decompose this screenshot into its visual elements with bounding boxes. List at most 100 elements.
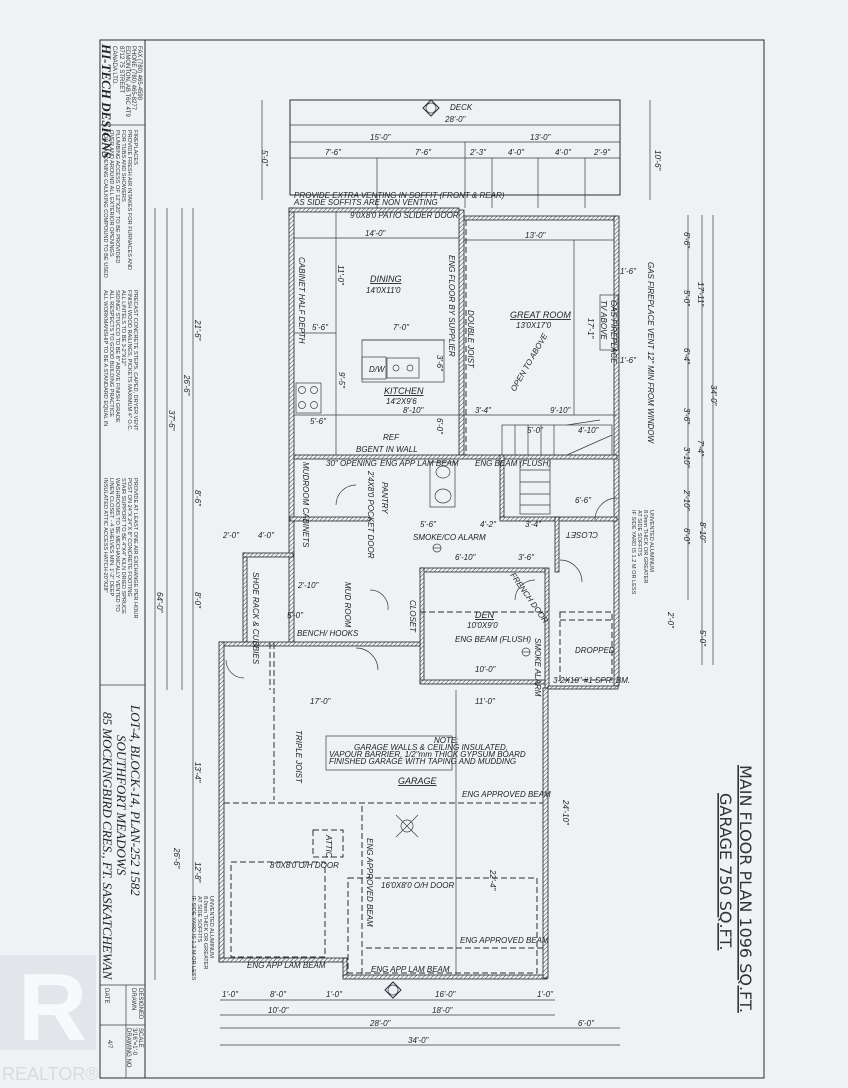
dimension: 7'-6" xyxy=(325,148,342,157)
vanity-sink-icon xyxy=(434,488,452,504)
beam-label: ENG BEAM (FLUSH) xyxy=(475,459,551,468)
dimension: 11'-0" xyxy=(336,265,345,286)
note-line: FOR TUBS AND SHOWERS xyxy=(120,130,126,202)
company-name: HI-TECH DESIGNS xyxy=(99,43,114,159)
unvented-note: UNVENTED ALUMINUM xyxy=(208,896,214,958)
drawing-no-label: DRAWING NO xyxy=(125,1028,131,1068)
room-dining: DINING xyxy=(370,274,402,284)
dimension: 3'-6" xyxy=(682,408,691,425)
unvented-note: 8.0mm THICK OR GREATER xyxy=(642,510,648,583)
note-line: FIREPLACES xyxy=(132,130,138,165)
dimension: 15'-0" xyxy=(370,133,392,142)
note-line: ALL LINTELS TO BE 3-2"X12" xyxy=(120,290,126,366)
dimension: 13'-4" xyxy=(193,762,202,784)
dimension: 4'-2" xyxy=(480,520,497,529)
dimension: 18'-0" xyxy=(432,1006,454,1015)
notes-group-1: NON HARDENING CAULKING COMPOUND TO BE US… xyxy=(102,130,138,278)
subdivision: SOUTHFORT MEADOWS xyxy=(114,735,129,876)
room-attic: ATTIC xyxy=(324,834,333,858)
door-swing xyxy=(335,484,357,506)
room-den: DEN xyxy=(475,610,495,620)
dimension: 22'-4" xyxy=(488,869,497,892)
dimension: 12'-8" xyxy=(193,862,202,884)
section-marker-icon xyxy=(422,99,440,117)
overhead-door-small-label: 8'0X8'0 O/H DOOR xyxy=(270,861,339,870)
beam-label: ENG APP LAM BEAM xyxy=(380,459,459,468)
opening-label: 30" OPENING xyxy=(326,459,377,468)
dimension: 8'-0" xyxy=(270,990,287,999)
note-line: LINEN CLOSET - 4 SHELVES MIN. 1'-2" DEEP xyxy=(108,478,114,596)
french-door-label: FRENCH DOOR xyxy=(508,571,550,625)
dimension: 3'-4" xyxy=(525,520,542,529)
scale-label: SCALE xyxy=(137,1028,143,1048)
interior-lines xyxy=(225,212,619,800)
dimension: 6'-4" xyxy=(682,348,691,365)
interior-dimensions: 14'-0" 13'-0" 11'-0" 5'-6" 7'-0" 3'-6" 9… xyxy=(222,229,637,892)
smoke-alarm-icon xyxy=(432,543,442,553)
section-marker-icon xyxy=(384,981,402,999)
unvented-note: IF SIDE YARD IS 1.2 M OR LESS xyxy=(190,896,196,981)
fireplace-label: GAS FIREPLACE xyxy=(609,300,618,364)
note-line: PROVIDE FRESH AIR INTAKES FOR FURNACES A… xyxy=(126,130,132,270)
beam-label: ENG APP LAM BEAM xyxy=(371,965,450,974)
garage-note-line: FINISHED GARAGE WITH TAPING AND MUDDING xyxy=(329,757,516,766)
lot-description: LOT-4, BLOCK-14, PLAN-252 1582 xyxy=(128,704,143,896)
cabinet-note: CABINET HALF DEPTH xyxy=(297,257,306,344)
note-line: STAIR SUPPORT TO BE 4"X4" KILN DRIED SPR… xyxy=(120,478,126,614)
dimension: 5'-6" xyxy=(420,520,437,529)
toilet-icon xyxy=(435,465,451,479)
dimension: 5'-0" xyxy=(698,630,707,647)
beam-label: ENG APP LAM BEAM xyxy=(247,961,326,970)
door-swing xyxy=(594,497,618,521)
company-suffix: CANADA LTD. xyxy=(111,46,117,85)
bench-label: BENCH/ HOOKS xyxy=(297,629,359,638)
dimension: 10'-0" xyxy=(475,665,497,674)
dimension: 21'-6" xyxy=(193,319,202,342)
title-block: HI-TECH DESIGNS CANADA LTD. 8712 75 STRE… xyxy=(99,43,143,1068)
plan-title: MAIN FLOOR PLAN 1096 SQ.FT. GARAGE 750 S… xyxy=(716,765,755,1013)
date-label: DATE xyxy=(103,988,109,1004)
door-swing xyxy=(514,579,536,601)
dimension: 1'-0" xyxy=(537,990,554,999)
dimension: 9'-10" xyxy=(550,406,572,415)
mudroom-cabinets-label: MUDROOM CABINETS xyxy=(301,462,310,548)
dimension: 26'-6" xyxy=(172,847,181,870)
garage-note-title: NOTE: xyxy=(434,736,458,745)
dishwasher xyxy=(361,356,387,380)
room-closet-2: CLOSET xyxy=(565,530,598,539)
dimension: 4'-0" xyxy=(508,148,525,157)
room-closet: CLOSET xyxy=(408,600,417,633)
overhead-door-large xyxy=(347,877,538,974)
dishwasher-label: D/W xyxy=(369,365,386,374)
dropped-label: DROPPED xyxy=(575,646,615,655)
deck-dimension: 28'-0" xyxy=(444,115,467,124)
dimension: 17'-11" xyxy=(696,282,705,307)
note-line: PRECAST CONCRETE STEPS, CAPED, DRYER VEN… xyxy=(132,290,138,431)
beam-label: ENG APPROVED BEAM xyxy=(460,936,549,945)
notes-group-2: ALL WORKMANSHIP TO BE A STANDARD EQUAL I… xyxy=(102,290,138,431)
fireplace-icon xyxy=(599,294,619,351)
dimension: 13'-0" xyxy=(530,133,552,142)
note-line: PLUMBING ACCESS OF 12"X20" TO BE PROVIDE… xyxy=(114,130,120,263)
dimension: 24'-10" xyxy=(561,799,570,826)
shoe-rack-label: SHOE RACK & CUBBIES xyxy=(251,572,260,665)
note-line: POST ON 24"X 24"X 8" CONCRETE FOOTING xyxy=(126,478,132,597)
dimension-lines xyxy=(154,208,714,1046)
house-walls xyxy=(218,207,620,980)
dimension: 2'-10" xyxy=(297,581,320,590)
designed-label: DESIGNED xyxy=(137,988,143,1020)
soffit-note: PROVIDE EXTRA VENTING IN SOFFIT (FRONT &… xyxy=(294,191,505,200)
dimension: 6'-6" xyxy=(682,232,691,249)
room-garage: GARAGE xyxy=(398,776,438,786)
dimension: 6'-0" xyxy=(682,528,691,545)
dimension: 17'-1" xyxy=(586,318,595,340)
dimension: 10'-6" xyxy=(653,150,662,172)
company-line: PHONE (780) 465-8277 xyxy=(130,46,136,111)
dimension: 37'-6" xyxy=(167,410,176,432)
drawing-no: 4/7 xyxy=(106,1040,112,1049)
room-pantry: PANTRY xyxy=(380,482,389,514)
dimension: 8'-10" xyxy=(403,406,425,415)
dimension: 34'-0" xyxy=(709,385,718,407)
dimension: 64'-0" xyxy=(155,592,164,614)
dimension: 34'-0" xyxy=(408,1036,430,1045)
